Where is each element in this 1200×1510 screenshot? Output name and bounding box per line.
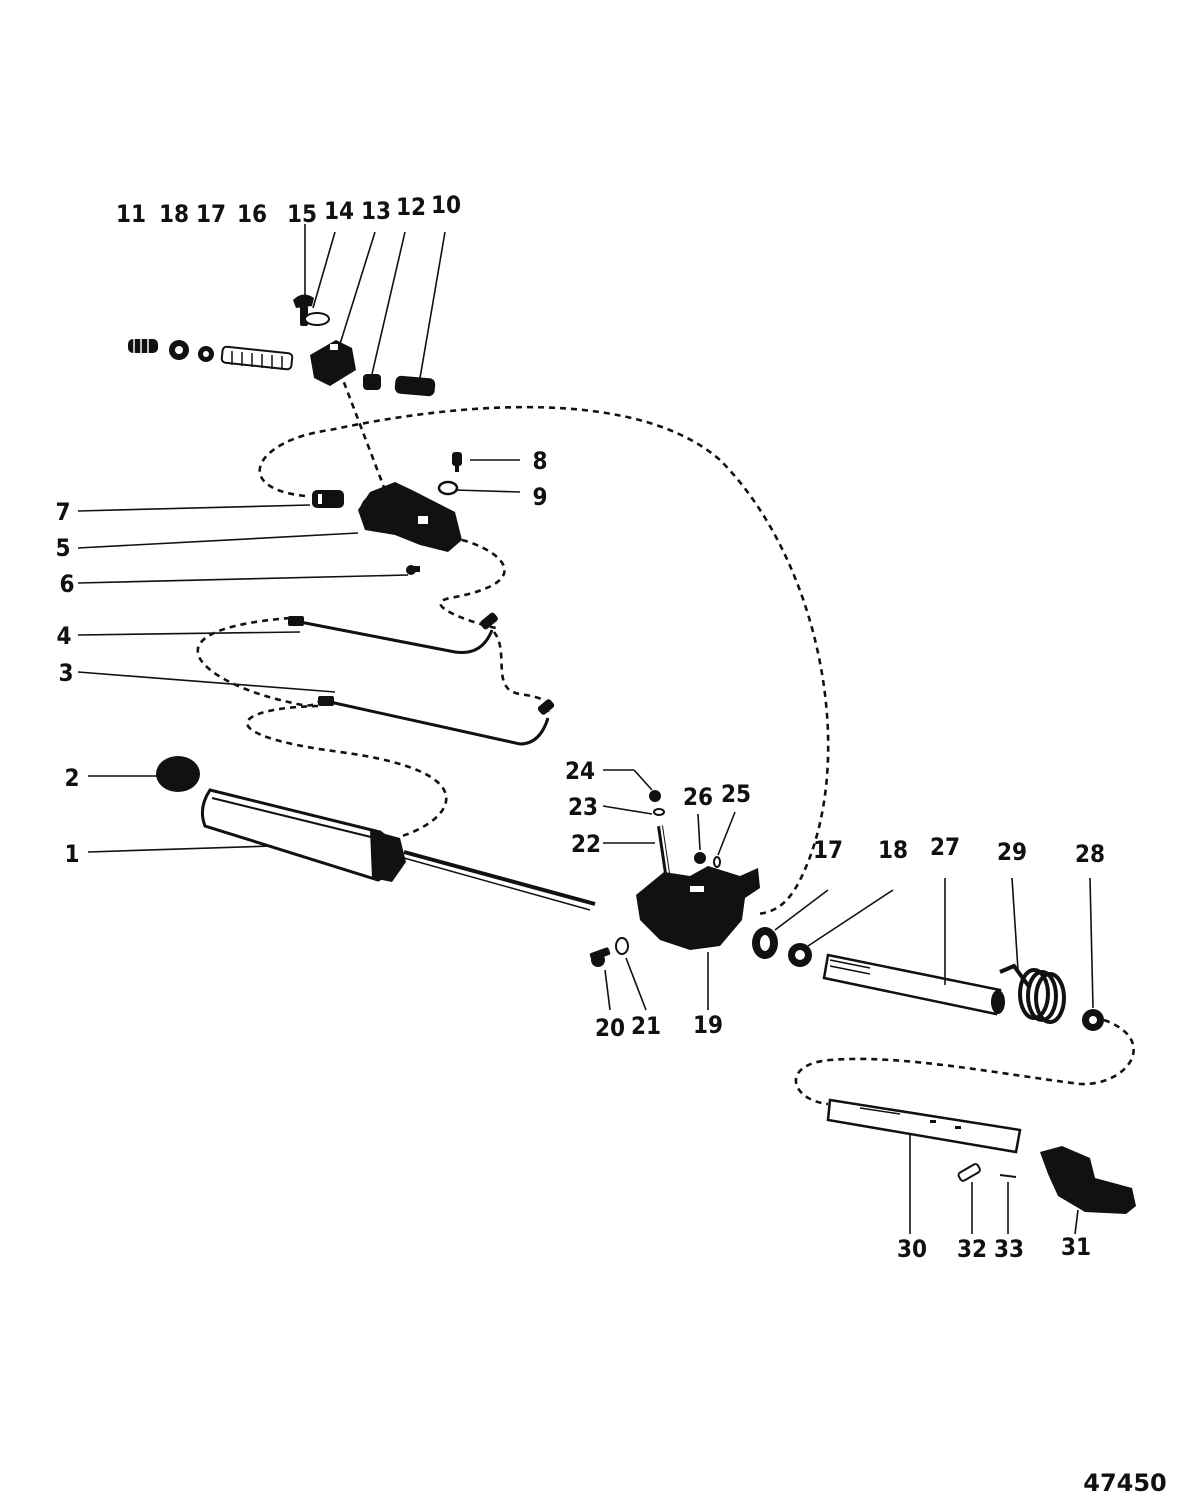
callout-8: 8 [532, 447, 547, 475]
part-3-rod [318, 696, 555, 746]
callout-33: 33 [994, 1235, 1024, 1263]
callout-23: 23 [568, 793, 598, 821]
callout-10: 10 [431, 191, 461, 219]
callout-22: 22 [571, 830, 601, 858]
part-25-pin [713, 856, 721, 868]
callout-3: 3 [58, 659, 73, 687]
callout-12: 12 [396, 193, 426, 221]
figure-number: 47450 [1083, 1469, 1167, 1497]
part-33-key [999, 1174, 1017, 1178]
callout-13: 13 [361, 197, 391, 225]
part-4-rod [288, 612, 498, 655]
part-11-spring [128, 339, 158, 353]
callout-5: 5 [55, 534, 70, 562]
callout-18-top: 18 [159, 200, 189, 228]
part-27-shaft [822, 953, 1005, 1016]
callout-18-right: 18 [878, 836, 908, 864]
callout-1: 1 [64, 840, 79, 868]
part-18-nut-top [169, 340, 189, 360]
part-2-cap [156, 756, 200, 792]
leader-lines [77, 224, 1094, 1235]
callout-19: 19 [693, 1011, 723, 1039]
part-29-spring [999, 963, 1066, 1024]
part-20-bolt [589, 947, 611, 967]
callout-11: 11 [116, 200, 146, 228]
part-9-washer [437, 480, 459, 496]
part-26-nut [694, 852, 706, 864]
part-32-pin [957, 1163, 981, 1182]
callout-9: 9 [532, 483, 547, 511]
part-10-sleeve [394, 375, 436, 397]
callout-26: 26 [683, 783, 713, 811]
part-13-block [310, 340, 356, 386]
callout-28: 28 [1075, 840, 1105, 868]
callout-labels: 11 18 17 16 15 14 13 12 10 8 9 7 5 6 4 3… [55, 191, 1105, 1263]
callout-17-right: 17 [813, 836, 843, 864]
part-12-bushing [363, 374, 381, 390]
callout-32: 32 [957, 1235, 987, 1263]
part-6-fitting [406, 565, 420, 575]
part-17-washer-right [752, 927, 778, 959]
callout-17-top: 17 [196, 200, 226, 228]
callout-2: 2 [64, 764, 79, 792]
callout-29: 29 [997, 838, 1027, 866]
part-24-nut [649, 790, 661, 802]
part-23-washer [653, 808, 665, 816]
callout-15: 15 [287, 200, 317, 228]
part-1-handle [200, 788, 596, 911]
part-17-washer-top [198, 346, 214, 362]
callout-7: 7 [55, 498, 70, 526]
part-7-fitting [312, 490, 344, 508]
callout-24: 24 [565, 757, 595, 785]
callout-6: 6 [59, 570, 74, 598]
part-19-bracket [636, 866, 760, 950]
callout-20: 20 [595, 1014, 625, 1042]
part-14-washer [304, 312, 330, 326]
callout-25: 25 [721, 780, 751, 808]
assembly-dashed-lines [196, 371, 1135, 1106]
callout-4: 4 [56, 622, 71, 650]
callout-31: 31 [1061, 1233, 1091, 1261]
callout-30: 30 [897, 1235, 927, 1263]
callout-21: 21 [631, 1012, 661, 1040]
part-30-shaft [826, 1098, 1022, 1154]
part-28-nut [1082, 1009, 1104, 1031]
part-5-housing [358, 482, 462, 552]
callout-27: 27 [930, 833, 960, 861]
part-21-washer [615, 937, 629, 955]
part-18-nut-right [788, 943, 812, 967]
callout-14: 14 [324, 197, 354, 225]
part-22-stud [657, 825, 671, 881]
part-31-lever [1040, 1146, 1136, 1214]
part-8-screw [452, 452, 462, 472]
part-16-threaded-rod [220, 345, 294, 371]
callout-16: 16 [237, 200, 267, 228]
